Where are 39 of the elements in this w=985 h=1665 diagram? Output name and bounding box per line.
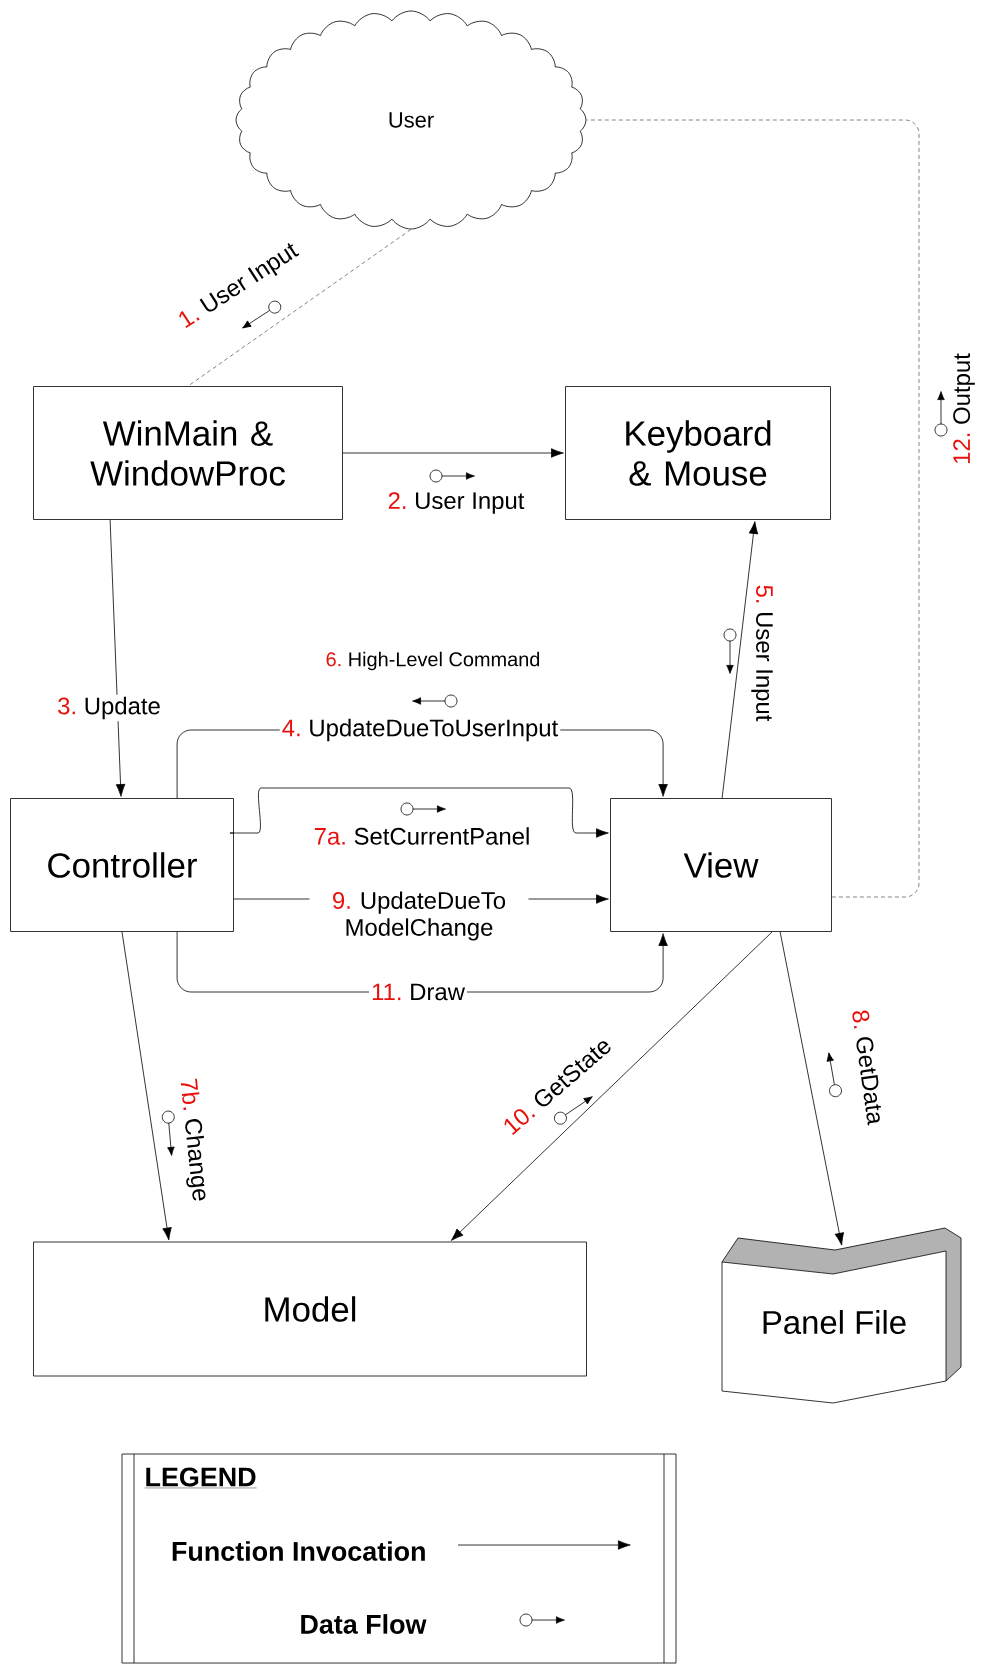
process-box: WinMain & WindowProc bbox=[33, 386, 343, 520]
step-number: 2. bbox=[388, 492, 406, 509]
step-number: 3. bbox=[58, 697, 75, 715]
process-box: View bbox=[610, 798, 832, 932]
process-box: Controller bbox=[10, 798, 234, 932]
edge-label: Change bbox=[185, 1119, 206, 1201]
arrow bbox=[342, 448, 564, 458]
step-number: 6. bbox=[326, 652, 341, 667]
edge-label: User Input bbox=[199, 243, 300, 312]
arrow bbox=[779, 931, 845, 1246]
arrow bbox=[229, 787, 609, 838]
edge-label: GetData bbox=[856, 1037, 881, 1126]
edge-label: UpdateDueToUserInput bbox=[310, 718, 559, 742]
edge-label: Update bbox=[85, 696, 160, 720]
process-box: Model bbox=[33, 1241, 587, 1377]
process-box: Keyboard & Mouse bbox=[565, 386, 831, 520]
legend-title: LEGEND bbox=[144, 1467, 257, 1489]
step-number: 11. bbox=[372, 983, 401, 1001]
arrow bbox=[450, 931, 773, 1241]
step-number: 8. bbox=[852, 1010, 870, 1029]
step-number: 5. bbox=[756, 585, 773, 603]
step-number: 10. bbox=[504, 1109, 536, 1136]
edge-label: Draw bbox=[411, 983, 465, 1001]
step-number: 7b. bbox=[180, 1078, 200, 1111]
edge-label: Output bbox=[953, 353, 975, 424]
step-number: 1. bbox=[179, 310, 200, 329]
step-number: 9. bbox=[333, 892, 350, 909]
edge-label: SetCurrentPanel bbox=[354, 827, 529, 845]
arrow bbox=[721, 521, 759, 799]
edge-label: User Input bbox=[416, 492, 525, 514]
step-number: 12. bbox=[953, 433, 970, 463]
arrow bbox=[121, 931, 172, 1241]
note-label: High-Level Command bbox=[349, 651, 540, 671]
step-number: 4. bbox=[282, 719, 300, 737]
legend-label: Function Invocation bbox=[172, 1541, 425, 1561]
legend-label: Data Flow bbox=[301, 1614, 427, 1634]
step-number: 7a. bbox=[314, 828, 345, 845]
arrow bbox=[109, 519, 126, 797]
edge-label: User Input bbox=[751, 613, 773, 722]
